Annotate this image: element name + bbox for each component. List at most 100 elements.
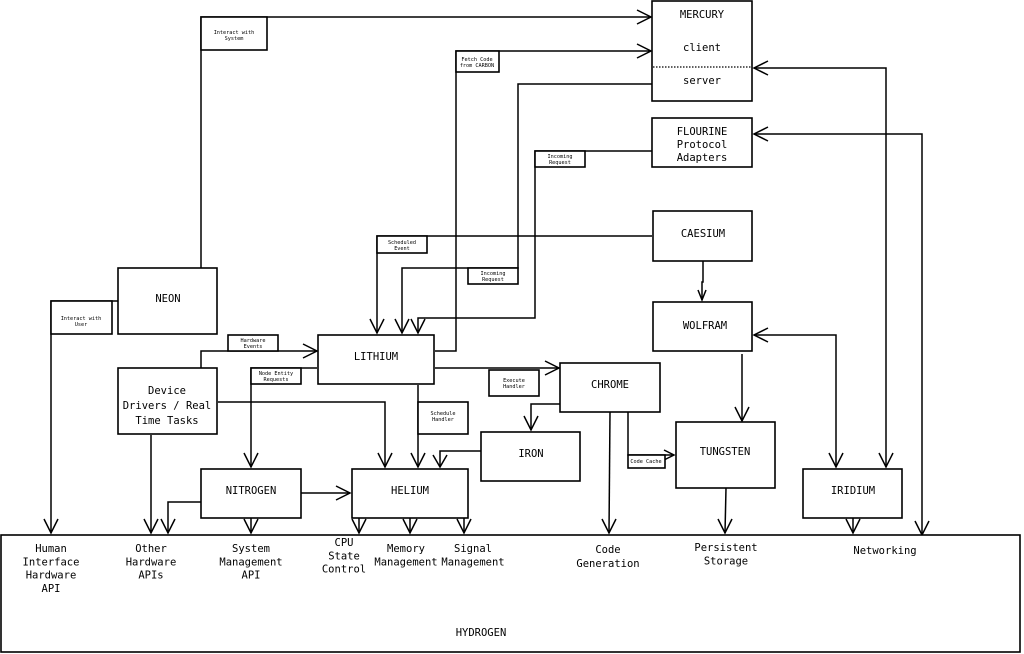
api-networking: Networking bbox=[853, 545, 916, 557]
arrowhead bbox=[394, 318, 410, 335]
helium-label: HELIUM bbox=[391, 485, 429, 497]
arrowhead bbox=[369, 318, 385, 335]
arrowhead bbox=[351, 518, 367, 535]
mercury-server: server bbox=[683, 75, 721, 87]
arrowhead bbox=[752, 327, 769, 343]
flourine-to-lithium-line bbox=[417, 150, 652, 333]
nitrogen-to-hardware-line bbox=[167, 501, 201, 533]
networking-to-flourine-line bbox=[754, 133, 923, 535]
nitrogen-node[interactable]: NITROGEN bbox=[200, 468, 302, 519]
mercury-to-lithium-line bbox=[401, 83, 652, 333]
neon-node[interactable]: NEON bbox=[117, 267, 218, 335]
lithium-to-mercury-line bbox=[435, 50, 651, 352]
lithium-node[interactable]: LITHIUM bbox=[317, 334, 435, 385]
arrowhead bbox=[402, 518, 418, 535]
lithium-label: LITHIUM bbox=[354, 351, 398, 363]
arrowhead bbox=[717, 518, 733, 535]
wolfram-label: WOLFRAM bbox=[683, 320, 727, 332]
caesium-node[interactable]: CAESIUM bbox=[652, 210, 753, 262]
iridium-label: IRIDIUM bbox=[831, 485, 875, 497]
tungsten-label: TUNGSTEN bbox=[700, 446, 751, 458]
arrowhead bbox=[544, 360, 561, 376]
arrowhead bbox=[734, 406, 750, 423]
svg-text:Code Cache: Code Cache bbox=[630, 459, 661, 465]
iridium-wolfram-line bbox=[754, 334, 837, 467]
caesium-to-wolfram-line bbox=[701, 261, 704, 300]
tungsten-to-storage-line bbox=[724, 487, 727, 534]
arrowhead bbox=[335, 485, 352, 501]
caesium-label: CAESIUM bbox=[681, 228, 725, 240]
arrowheads bbox=[43, 9, 930, 537]
nitrogen-label: NITROGEN bbox=[226, 485, 277, 497]
hydrogen-box bbox=[0, 534, 1021, 653]
arrowhead bbox=[601, 518, 617, 535]
wolfram-node[interactable]: WOLFRAM bbox=[652, 301, 753, 352]
iron-node[interactable]: IRON bbox=[480, 431, 581, 482]
mercury-client: client bbox=[683, 42, 721, 54]
neon-label: NEON bbox=[155, 293, 180, 305]
arrowhead bbox=[143, 518, 159, 535]
arrowhead bbox=[302, 343, 319, 359]
arrowhead bbox=[243, 452, 259, 469]
chrome-to-iron-line bbox=[530, 403, 560, 430]
arrowhead bbox=[377, 452, 393, 469]
arrowhead bbox=[243, 518, 259, 535]
iron-label: IRON bbox=[518, 448, 543, 460]
mercury-node[interactable]: MERCURY client server bbox=[651, 0, 753, 102]
arrowhead bbox=[663, 449, 676, 461]
edge-label-code-cache: Code Cache bbox=[627, 454, 666, 469]
arrowhead bbox=[410, 452, 426, 469]
arrowhead bbox=[636, 43, 653, 59]
chrome-node[interactable]: CHROME bbox=[559, 362, 661, 413]
arrowhead bbox=[160, 518, 176, 535]
tungsten-node[interactable]: TUNGSTEN bbox=[675, 421, 776, 489]
iridium-node[interactable]: IRIDIUM bbox=[802, 468, 903, 519]
iron-to-helium-line bbox=[439, 450, 481, 467]
mercury-title: MERCURY bbox=[680, 9, 725, 21]
arrowhead bbox=[697, 289, 707, 303]
arrowhead bbox=[845, 518, 861, 535]
arrowhead bbox=[456, 518, 472, 535]
arrowhead bbox=[410, 318, 426, 335]
neon-to-user-line bbox=[50, 300, 118, 533]
helium-node[interactable]: HELIUM bbox=[351, 468, 469, 519]
chrome-to-tungsten-line bbox=[627, 412, 674, 456]
arrowhead bbox=[878, 452, 894, 469]
arrowhead bbox=[636, 9, 653, 25]
drivers-to-lithium-line bbox=[200, 350, 317, 368]
chrome-to-codegen-line bbox=[608, 411, 611, 534]
iridium-to-mercury-line bbox=[754, 67, 887, 467]
arrowhead bbox=[432, 454, 448, 469]
arrowhead bbox=[752, 126, 769, 142]
